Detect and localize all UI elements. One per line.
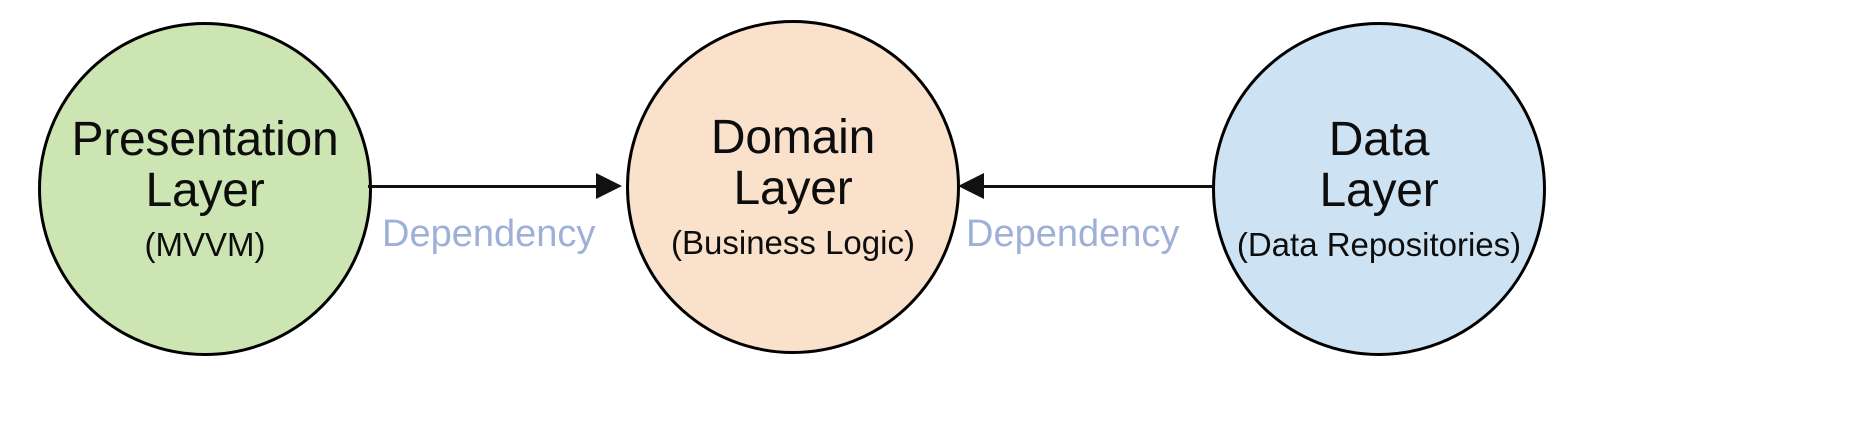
node-data-layer[interactable]: Data Layer (Data Repositories) bbox=[1212, 22, 1546, 356]
edge-presentation-to-domain bbox=[368, 185, 608, 188]
edge-label-presentation-to-domain: Dependency bbox=[382, 213, 596, 255]
node-data-layer-title: Data Layer bbox=[1319, 112, 1439, 217]
arrow-right-icon bbox=[596, 173, 622, 199]
node-domain-layer-subtitle: (Business Logic) bbox=[671, 223, 915, 261]
node-presentation-layer-title: Presentation Layer bbox=[71, 112, 339, 217]
node-presentation-layer[interactable]: Presentation Layer (MVVM) bbox=[38, 22, 372, 356]
node-presentation-layer-subtitle: (MVVM) bbox=[144, 225, 266, 263]
node-domain-layer-title: Domain Layer bbox=[710, 110, 876, 215]
node-data-layer-subtitle: (Data Repositories) bbox=[1236, 225, 1522, 263]
edge-data-to-domain bbox=[968, 185, 1214, 188]
arrow-left-icon bbox=[958, 173, 984, 199]
node-domain-layer[interactable]: Domain Layer (Business Logic) bbox=[626, 20, 960, 354]
edge-label-data-to-domain: Dependency bbox=[966, 213, 1180, 255]
